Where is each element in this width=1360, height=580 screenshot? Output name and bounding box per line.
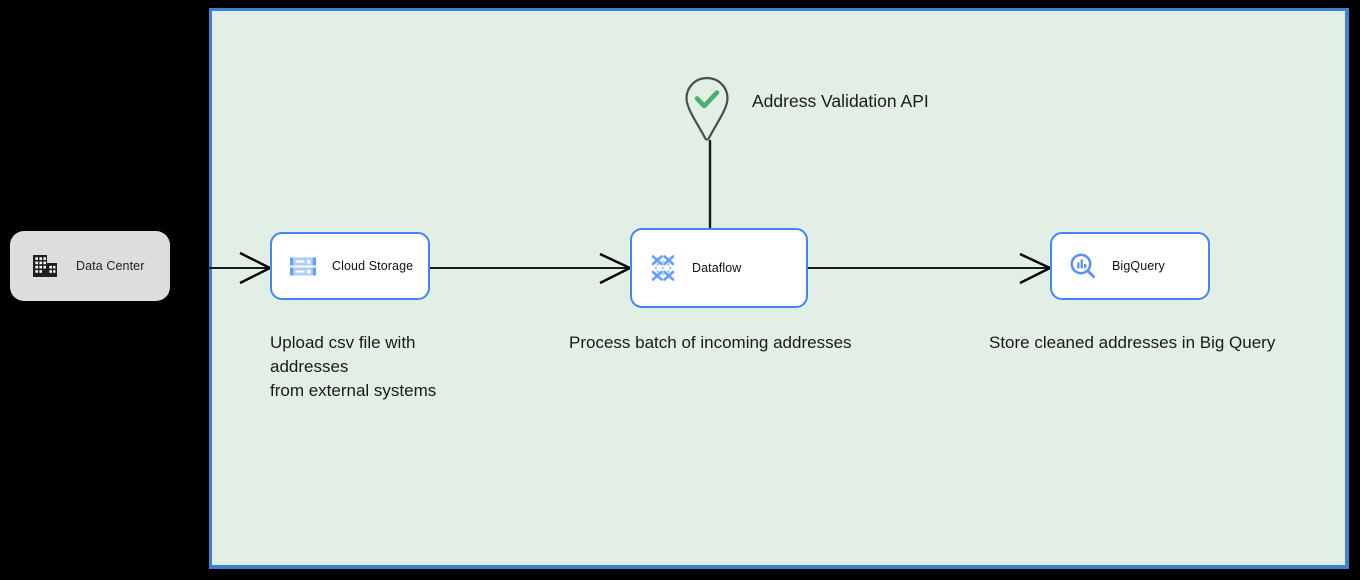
map-pin-check-icon bbox=[685, 76, 729, 141]
marker-address-validation-api[interactable]: Address Validation API bbox=[684, 76, 934, 146]
dataflow-icon bbox=[651, 255, 675, 281]
node-bigquery-label: BigQuery bbox=[1112, 259, 1165, 273]
node-bigquery[interactable]: BigQuery bbox=[1050, 232, 1210, 300]
node-data-center-label: Data Center bbox=[76, 259, 145, 273]
marker-address-validation-api-label: Address Validation API bbox=[752, 91, 929, 111]
node-data-center[interactable]: Data Center bbox=[10, 231, 170, 301]
cloud-storage-icon bbox=[290, 257, 316, 276]
caption-bigquery: Store cleaned addresses in Big Query bbox=[989, 333, 1276, 352]
node-dataflow-label: Dataflow bbox=[692, 261, 742, 275]
node-cloud-storage[interactable]: Cloud Storage bbox=[270, 232, 430, 300]
node-dataflow[interactable]: Dataflow bbox=[630, 228, 808, 308]
caption-cloud-storage: Upload csv file with addresses from exte… bbox=[270, 333, 437, 400]
data-center-icon bbox=[33, 255, 57, 277]
bigquery-icon bbox=[1070, 253, 1096, 279]
caption-dataflow: Process batch of incoming addresses bbox=[569, 333, 852, 352]
node-cloud-storage-label: Cloud Storage bbox=[332, 259, 414, 273]
